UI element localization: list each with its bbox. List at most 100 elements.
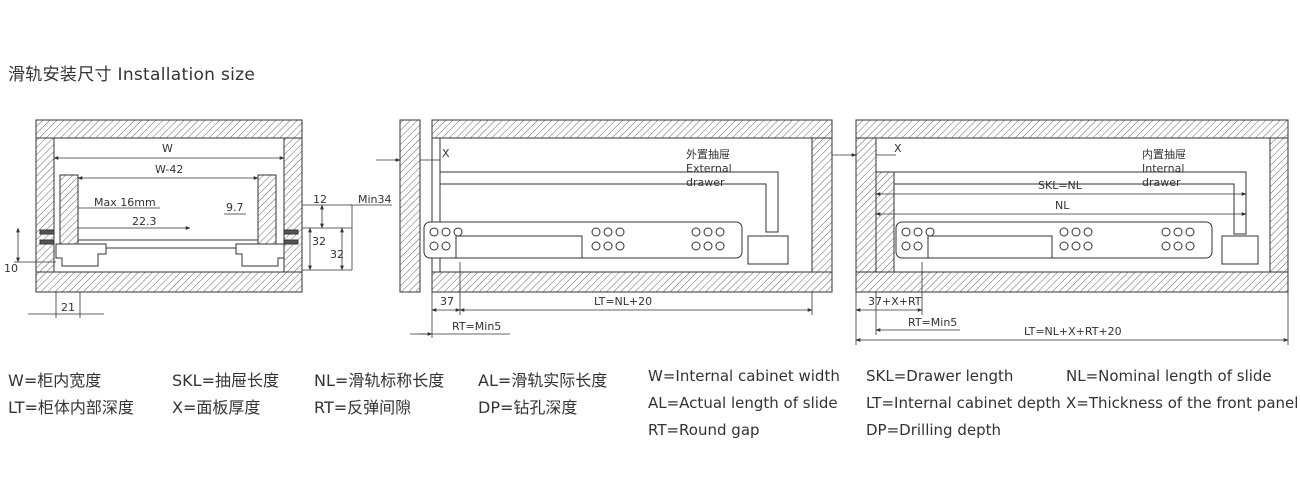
slide-hole [1173,241,1183,251]
dim-w-42: W-42 [155,163,183,176]
legend-item: AL=滑轨实际长度 [478,371,608,390]
slide-hole [913,241,923,251]
legend-item: NL=Nominal length of slide [1066,367,1272,385]
external-drawer-en2: drawer [686,176,725,189]
dim-x: X [894,142,902,155]
slide-hole [703,227,713,237]
slide-hole [453,227,463,237]
cabinet-top-wall [855,119,1289,139]
legend-item: DP=Drilling depth [866,421,1002,439]
screw-icon [39,229,55,235]
internal-drawer-cn: 内置抽屉 [1142,147,1186,161]
front-panel [399,119,421,293]
cabinet-bottom-wall [855,271,1289,293]
slide-hole [429,241,439,251]
slide-hole [429,227,439,237]
dim-nl: NL [1055,199,1070,212]
cabinet-top-wall [35,119,303,139]
slide-hole [901,227,911,237]
page-title: 滑轨安装尺寸 Installation size [8,65,256,85]
slide-hole [1059,227,1069,237]
screw-icon [283,239,299,245]
dim-min34: Min34 [358,193,392,206]
slide-hole [1173,227,1183,237]
slide-hole [603,227,613,237]
legend-item: SKL=Drawer length [866,367,1014,385]
slide-hole [703,241,713,251]
cabinet-back-wall [811,137,833,273]
legend-item: DP=钻孔深度 [478,398,578,417]
dim-w: W [162,142,173,155]
slide-hole [913,227,923,237]
front-panel [855,137,877,273]
diagram-cross-section: W W-42 Max 16mm 22.3 9.7 12 32 32 Min34 … [4,119,392,318]
slide-hole [591,227,601,237]
cabinet-right-wall [283,137,303,273]
legend-item: SKL=抽屉长度 [172,371,279,390]
dim-skl: SKL=NL [1038,179,1083,192]
cabinet-bottom-wall [431,271,833,293]
dim-32-b: 32 [330,248,344,261]
slide-hole [441,241,451,251]
slide-hole [901,241,911,251]
diagram-internal-drawer: X 内置抽屉 Internal drawer SKL=NL NL 37+X+RT… [832,119,1289,345]
slide-hole [1161,241,1171,251]
external-drawer-en1: External [686,162,732,175]
slide-hole [615,227,625,237]
legend-item: X=面板厚度 [172,398,261,417]
dim-37: 37 [440,295,454,308]
legend-item: NL=滑轨标称长度 [314,371,445,390]
slide-inner-member [927,235,1053,259]
slide-hole [1185,241,1195,251]
external-drawer-cn: 外置抽屉 [686,147,730,161]
legend-item: W=Internal cabinet width [648,367,840,385]
legend-item: LT=柜体内部深度 [8,398,134,417]
dim-37-x-rt: 37+X+RT [868,295,922,308]
diagram-external-drawer: X 外置抽屉 External drawer 37 LT=NL+20 RT=Mi… [376,119,833,338]
slide-hole [1083,241,1093,251]
dim-lt: LT=NL+X+RT+20 [1024,325,1122,338]
dim-x: X [442,147,450,160]
legend-item: LT=Internal cabinet depth [866,394,1061,412]
slide-hole [615,241,625,251]
dim-21: 21 [61,301,75,314]
cabinet-back-wall [1269,137,1289,273]
dim-12: 12 [313,193,327,206]
cabinet-side [431,137,441,273]
slide-hole [1185,227,1195,237]
slide-hole [1161,227,1171,237]
dim-rt: RT=Min5 [908,316,957,329]
dim-rt: RT=Min5 [452,320,501,333]
drawer-body [893,171,1247,235]
cabinet-bottom-wall [35,271,303,293]
slide-hole [1083,227,1093,237]
slide-hole [691,227,701,237]
cabinet-top-wall [431,119,833,139]
slide-inner-member [455,235,583,259]
legend-item: RT=Round gap [648,421,760,439]
right-slide-profile [235,243,285,267]
slide-hole [591,241,601,251]
slide-hole [1071,227,1081,237]
slide-hole [1059,241,1069,251]
dim-lt: LT=NL+20 [594,295,652,308]
internal-drawer-en2: drawer [1142,176,1181,189]
dim-9-7: 9.7 [226,201,244,214]
dim-max-16mm: Max 16mm [94,196,156,209]
cabinet-left-wall [35,137,55,273]
screw-icon [283,229,299,235]
dim-22-3: 22.3 [132,215,157,228]
slide-hole [715,241,725,251]
drawer-body [439,171,779,233]
slide-hole [1071,241,1081,251]
legend-item: AL=Actual length of slide [648,394,838,412]
legend-item: RT=反弹间隙 [314,398,412,417]
screw-icon [39,239,55,245]
drawer-back-bracket [1221,235,1259,265]
internal-drawer-en1: Internal [1142,162,1184,175]
drawer-front [875,171,895,273]
dim-10: 10 [4,262,18,275]
slide-hole [441,227,451,237]
left-slide-profile [55,243,107,267]
